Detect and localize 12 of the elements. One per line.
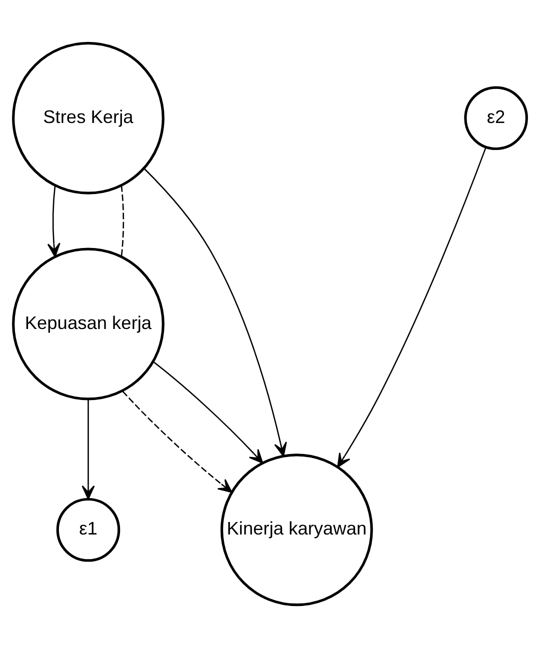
arrow (337, 146, 487, 468)
arrow (47, 184, 60, 257)
node-circle: ε1 (56, 497, 120, 562)
node-circle: ε2 (464, 86, 528, 150)
node-circle: Kinerja karyawan (220, 453, 373, 606)
arrow (82, 398, 95, 500)
arrow (144, 168, 287, 456)
node-circle: Stres Kerja (12, 41, 164, 194)
connector (120, 184, 124, 256)
arrow (152, 360, 264, 464)
arrow (122, 390, 232, 492)
node-circle: Kepuasan kerja (12, 247, 164, 400)
